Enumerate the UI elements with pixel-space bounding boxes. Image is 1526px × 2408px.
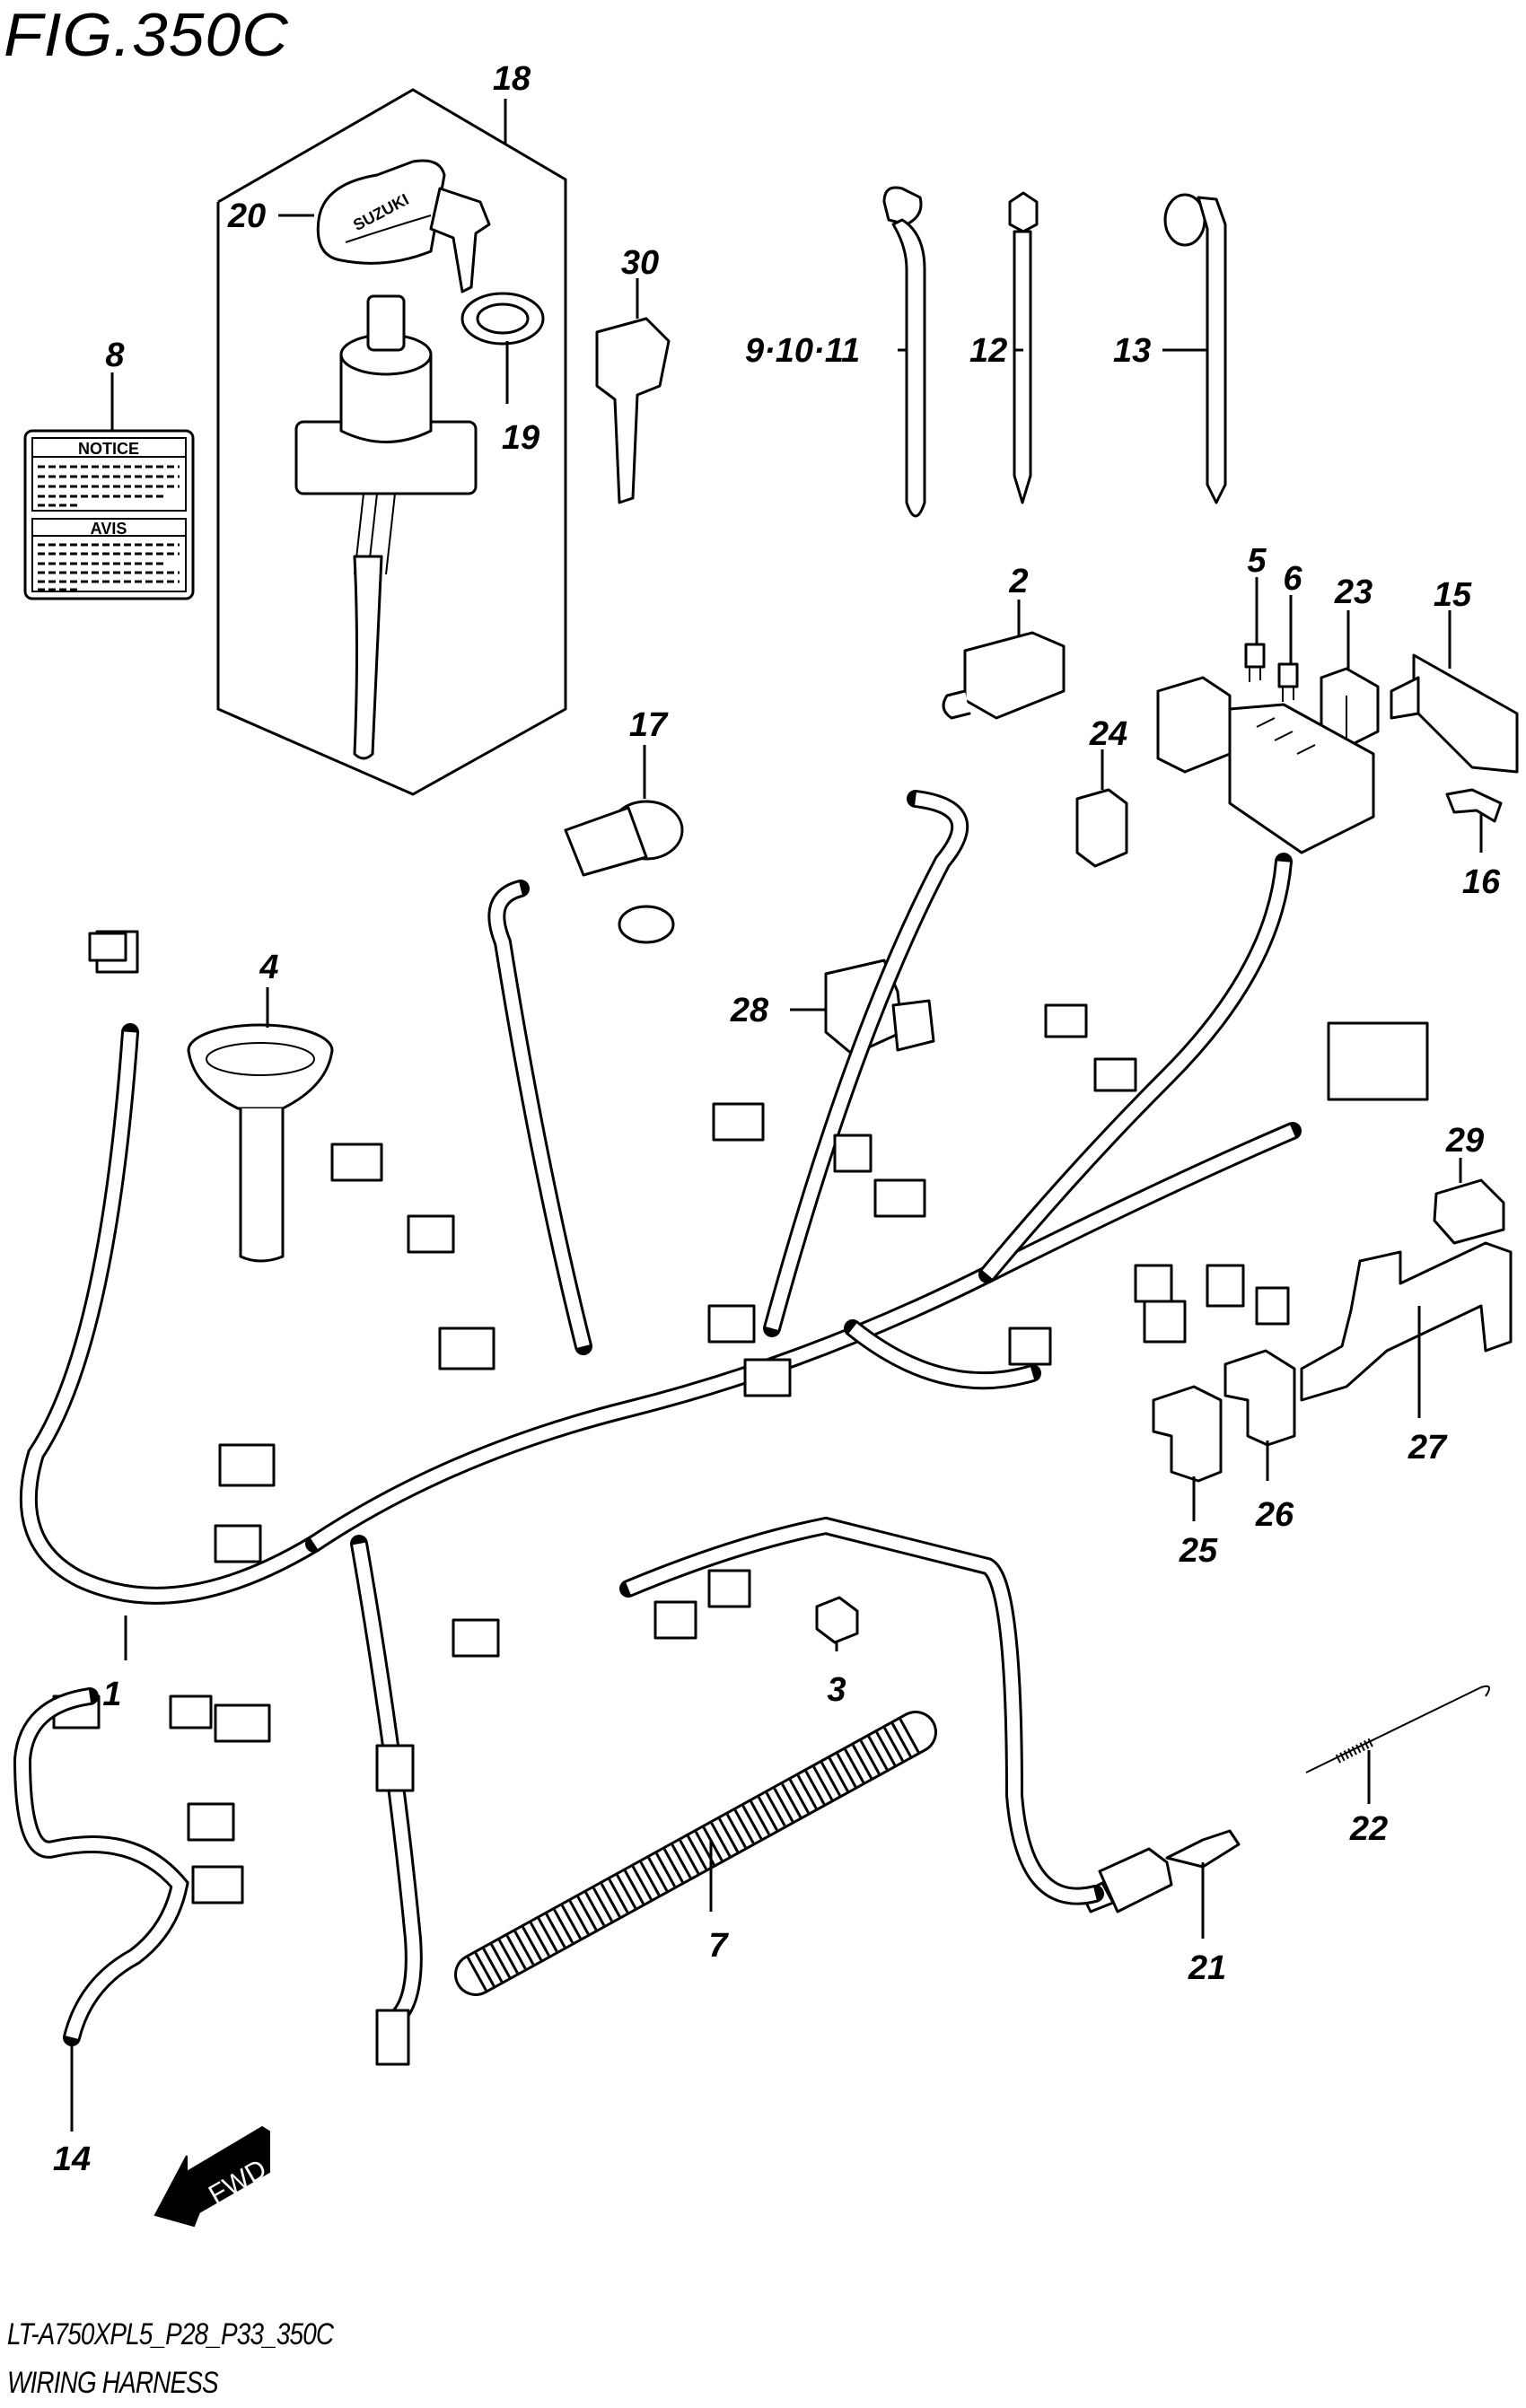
callout-28: 28 <box>730 992 769 1029</box>
harness-connector <box>743 1358 792 1397</box>
notice-heading: NOTICE <box>78 440 139 458</box>
oxygen-sensor[interactable] <box>1080 1829 1241 1913</box>
harness-connector <box>191 1865 244 1905</box>
spring-clip[interactable] <box>1305 1685 1490 1773</box>
ignition-switch-assembly-box <box>216 88 567 796</box>
callout-26: 26 <box>1255 1496 1294 1534</box>
harness-bracket[interactable] <box>1300 1241 1513 1402</box>
callout-8: 8 <box>105 337 125 374</box>
forward-direction-arrow: FWD <box>153 2125 272 2228</box>
fuse-6[interactable] <box>1277 662 1299 702</box>
harness-connector <box>375 1744 415 1792</box>
avis-heading: AVIS <box>91 520 127 538</box>
figure-code: LT-A750XPL5_P28_P33_350C <box>7 2317 334 2351</box>
callout-6: 6 <box>1283 560 1302 598</box>
cable-tie-13[interactable] <box>1163 193 1227 504</box>
connector-24[interactable] <box>1075 788 1128 868</box>
harness-connector <box>712 1102 765 1142</box>
harness-connector <box>88 932 127 962</box>
corrugated-tube[interactable] <box>454 1711 937 1996</box>
callout-25: 25 <box>1179 1532 1218 1570</box>
harness-connector <box>438 1327 496 1370</box>
harness-connector <box>707 1569 751 1608</box>
harness-connector <box>1093 1057 1137 1092</box>
callout-21: 21 <box>1188 1949 1226 1987</box>
callout-9-10-11: 9·10·11 <box>745 332 860 370</box>
callout-14: 14 <box>53 2141 91 2178</box>
terminal-cap[interactable] <box>942 631 1066 720</box>
callout-19: 19 <box>502 419 539 457</box>
connector-29[interactable] <box>1433 1178 1505 1245</box>
harness-connector <box>452 1618 500 1658</box>
callout-30: 30 <box>621 244 659 282</box>
notice-label[interactable]: NOTICE AVIS <box>23 372 195 600</box>
harness-connector <box>1134 1264 1173 1303</box>
harness-connectors <box>52 930 1429 2066</box>
callout-15: 15 <box>1434 576 1472 614</box>
callout-27: 27 <box>1408 1429 1448 1467</box>
spare-key[interactable] <box>595 317 671 504</box>
callout-29: 29 <box>1445 1122 1484 1160</box>
harness-connector <box>1255 1286 1290 1326</box>
harness-connector <box>1327 1021 1429 1101</box>
callout-22: 22 <box>1349 1810 1388 1848</box>
avis-body-lines <box>38 543 180 591</box>
callout-13: 13 <box>1113 332 1151 370</box>
callout-23: 23 <box>1334 574 1373 611</box>
harness-connector <box>1206 1264 1245 1308</box>
callout-4: 4 <box>259 949 278 986</box>
harness-connector <box>873 1178 926 1218</box>
small-cap[interactable] <box>815 1596 859 1644</box>
harness-connector <box>214 1703 271 1743</box>
connector-cover-25[interactable] <box>1152 1385 1223 1483</box>
connector-cover-26[interactable] <box>1223 1349 1296 1447</box>
harness-connector <box>1143 1300 1187 1344</box>
callout-7: 7 <box>708 1927 729 1965</box>
harness-clamp[interactable] <box>1445 788 1503 823</box>
harness-connector <box>218 1443 276 1487</box>
callout-5: 5 <box>1247 542 1267 580</box>
harness-connector <box>707 1304 756 1344</box>
fuse-box <box>1156 676 1375 854</box>
callout-numbers: 1 2 3 4 5 6 7 8 9·10·11 12 13 14 15 16 1… <box>53 60 1501 2178</box>
callout-1: 1 <box>102 1676 121 1713</box>
harness-connector <box>653 1600 697 1640</box>
cable-tie-9-10-11[interactable] <box>882 186 926 518</box>
harness-connector <box>187 1802 235 1842</box>
figure-title: FIG.350C <box>4 1 289 69</box>
cable-tie-12[interactable] <box>1008 191 1039 504</box>
callout-20: 20 <box>227 197 266 235</box>
harness-connector <box>1044 1003 1088 1038</box>
callout-leaders <box>70 214 1483 2132</box>
ignition-switch[interactable] <box>294 294 478 760</box>
callout-24: 24 <box>1089 715 1127 753</box>
fuse-5[interactable] <box>1244 643 1266 682</box>
harness-connector <box>833 1134 873 1173</box>
callout-18: 18 <box>493 60 531 98</box>
callout-3: 3 <box>827 1671 846 1709</box>
rubber-boot[interactable] <box>187 1023 334 1263</box>
callout-16: 16 <box>1462 863 1501 901</box>
accessory-socket[interactable] <box>564 800 684 944</box>
arrow-icon <box>153 2125 270 2228</box>
figure-name: WIRING HARNESS <box>7 2366 219 2400</box>
ring-nut[interactable] <box>460 292 545 346</box>
sub-harness-14[interactable] <box>13 1687 189 2046</box>
notice-body-lines <box>38 465 180 507</box>
key-fob[interactable]: SUZUKI <box>316 159 491 293</box>
callout-2: 2 <box>1008 563 1028 600</box>
fuse-box-bracket[interactable] <box>1390 653 1519 774</box>
harness-connector <box>407 1214 455 1254</box>
callout-12: 12 <box>969 332 1007 370</box>
harness-connector <box>1008 1327 1052 1366</box>
main-wiring-harness[interactable] <box>19 790 1302 2028</box>
harness-connector <box>330 1143 383 1182</box>
callout-17: 17 <box>629 706 669 744</box>
harness-connector <box>375 2009 410 2066</box>
harness-connector <box>214 1524 262 1563</box>
harness-connector <box>169 1694 213 1729</box>
